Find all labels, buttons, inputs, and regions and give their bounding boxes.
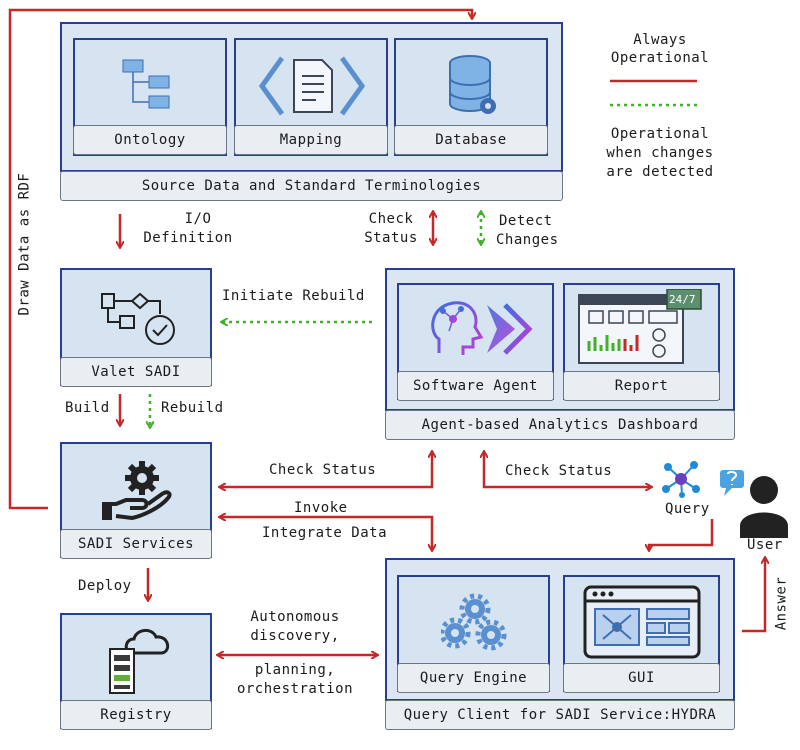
legend-changes-line3: are detected [606,164,714,180]
dashboard-caption: Agent-based Analytics Dashboard [385,410,735,440]
gui-window-icon [583,585,701,659]
check-status-left-label: Check Status [269,462,377,478]
sadi-services-label: SADI Services [60,529,212,559]
check-status-services-arrow [220,452,432,487]
discovery-label-1: Autonomous [250,609,340,625]
io-label-2: Definition [143,230,233,246]
query-label: Query [665,501,710,517]
io-label-1: I/O [184,211,212,227]
always-on-badge: 24/7 [669,293,696,306]
user-icon [720,470,788,538]
gui-label: GUI [563,663,720,693]
check-status-label-1: Check [368,211,414,227]
answer-label: Answer [773,576,790,631]
mapping-code-icon [258,56,366,116]
ai-agent-icon [431,301,533,355]
mapping-label: Mapping [234,125,388,155]
build-label: Build [65,400,110,416]
query-client-caption: Query Client for SADI Service:HYDRA [385,700,735,730]
query-engine-label: Query Engine [397,663,550,693]
discovery-label-2: discovery, [250,628,340,644]
gear-hand-icon [102,461,172,520]
legend-always-line2: Operational [610,50,710,66]
ontology-label: Ontology [73,125,227,155]
report-label: Report [563,371,720,401]
ontology-hierarchy-icon [122,59,170,109]
draw-rdf-label: Draw Data as RDF [16,172,33,316]
discovery-label-4: orchestration [236,681,354,697]
valet-sadi-label: Valet SADI [60,357,212,387]
user-label: User [747,537,783,553]
database-label: Database [394,125,548,155]
invoke-arrow [220,517,432,550]
invoke-label: Invoke [294,500,348,516]
answer-arrow [742,558,765,633]
check-status-label-2: Status [364,230,418,246]
report-dashboard-icon [578,289,702,364]
discovery-label-3: planning, [254,662,336,678]
rebuild-label: Rebuild [161,400,224,416]
registry-label: Registry [60,700,212,730]
source-data-caption: Source Data and Standard Terminologies [60,171,563,201]
cloud-server-icon [109,629,170,694]
gears-icon [441,593,507,651]
legend-always-line1: Always [633,32,687,48]
integrate-label: Integrate Data [262,525,388,541]
detect-label-2: Changes [496,232,559,248]
check-status-right-label: Check Status [505,463,613,479]
database-icon [449,55,496,114]
rdf-loop-arrow [8,8,472,510]
deploy-label: Deploy [78,578,132,594]
legend-changes-line2: when changes [606,145,714,161]
workflow-check-icon [101,292,175,345]
query-network-icon [662,461,700,498]
user-query-arrow [649,519,714,550]
software-agent-label: Software Agent [397,371,554,401]
check-status-query-arrow [484,452,651,487]
initiate-rebuild-label: Initiate Rebuild [222,288,365,304]
detect-label-1: Detect [499,213,553,229]
legend-changes-line1: Operational [610,126,710,142]
